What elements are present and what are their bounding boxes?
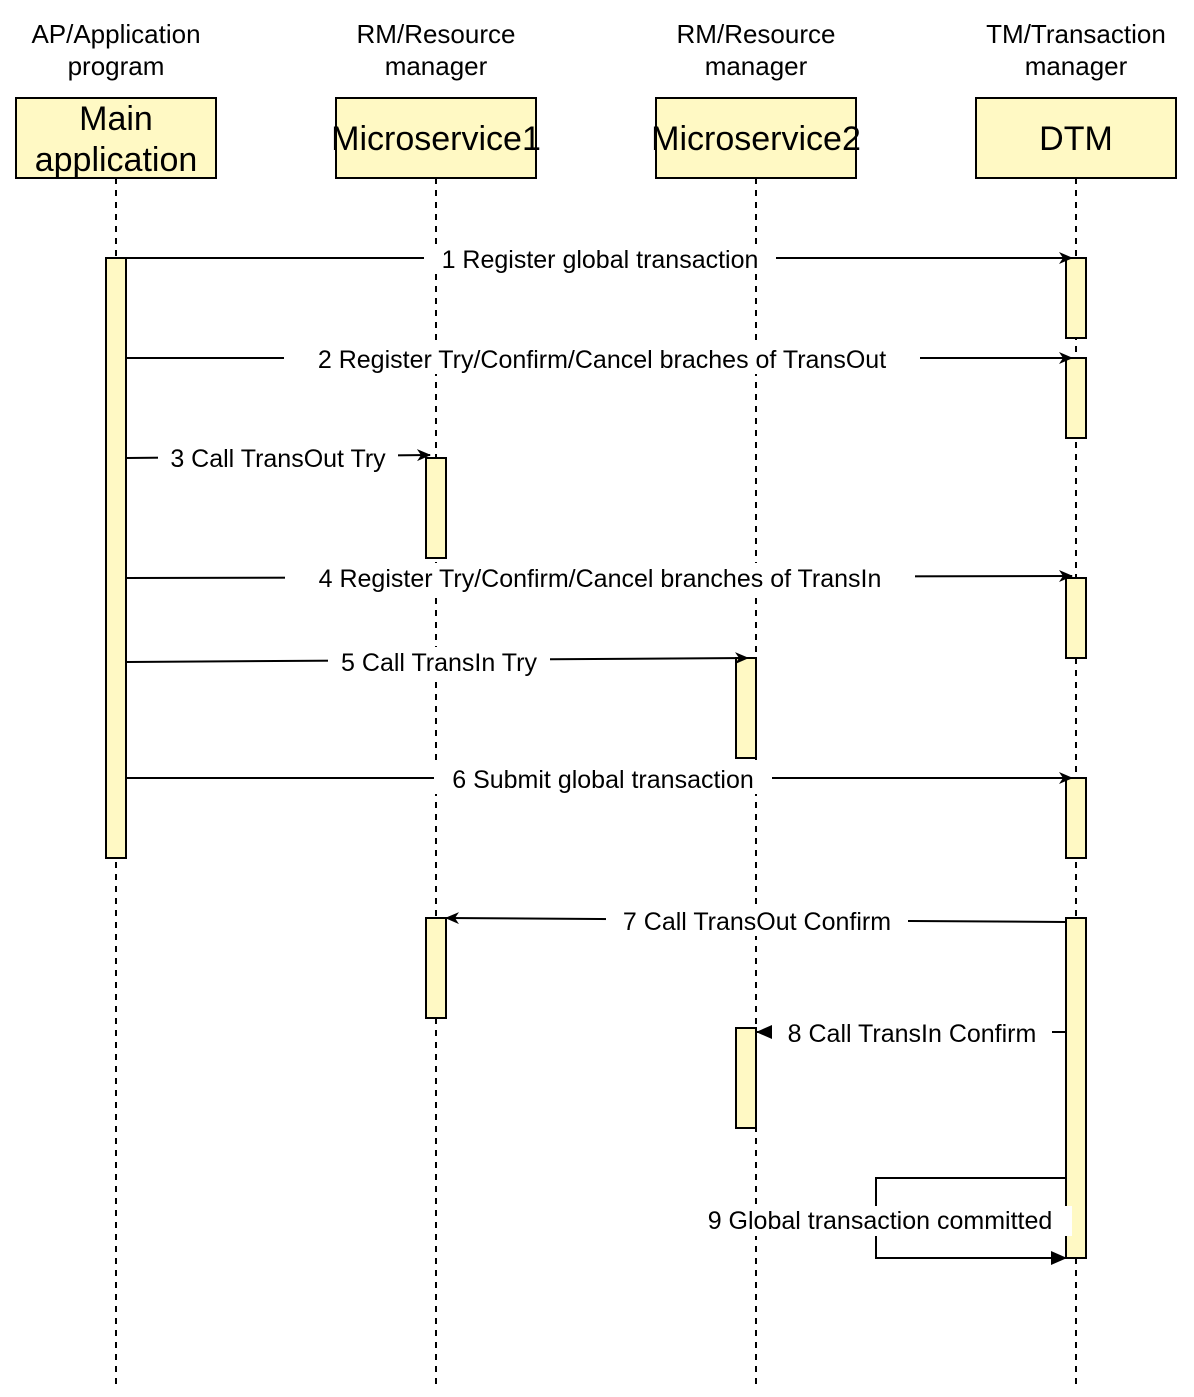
message-1: 1 Register global transaction — [126, 244, 1073, 274]
message-7: 7 Call TransOut Confirm — [445, 906, 1067, 936]
message-label: 4 Register Try/Confirm/Cancel branches o… — [319, 565, 882, 593]
participant-microservice1: RM/Resource manager Microservice1 — [331, 19, 541, 179]
message-label-background — [772, 1018, 1052, 1048]
message-label-background — [434, 764, 772, 794]
message-label-background — [158, 443, 398, 473]
participant-microservice2: RM/Resource manager Microservice2 — [651, 19, 861, 179]
participant-role-line2: manager — [1025, 51, 1128, 81]
participant-role-line1: AP/Application — [31, 19, 200, 49]
message-4: 4 Register Try/Confirm/Cancel branches o… — [125, 563, 1073, 593]
participant-box-label: DTM — [1039, 120, 1113, 158]
participant-main-application: AP/Application program Main application — [15, 19, 217, 179]
message-label-background — [688, 1206, 1072, 1236]
message-5: 5 Call TransIn Try — [125, 647, 749, 677]
participant-box-label: Microservice2 — [651, 120, 861, 158]
participant-dtm: TM/Transaction manager DTM — [975, 19, 1177, 179]
participant-role-line1: RM/Resource — [677, 19, 836, 49]
message-label-background — [328, 647, 550, 677]
message-2: 2 Register Try/Confirm/Cancel braches of… — [126, 344, 1073, 374]
activation-bar-dtm-3 — [1065, 577, 1087, 659]
activation-bar-dtm-2 — [1065, 357, 1087, 439]
message-label: 1 Register global transaction — [442, 246, 759, 274]
participant-box — [15, 97, 217, 179]
activation-bar-microservice1-1 — [425, 457, 447, 559]
activation-bar-dtm-4 — [1065, 777, 1087, 859]
message-label: 8 Call TransIn Confirm — [788, 1020, 1037, 1048]
activation-bar-dtm-1 — [1065, 257, 1087, 339]
participant-role-line1: TM/Transaction — [986, 19, 1166, 49]
message-label-background — [424, 244, 776, 274]
message-3: 3 Call TransOut Try — [125, 443, 431, 473]
message-label: 6 Submit global transaction — [452, 766, 754, 794]
participant-box — [975, 97, 1177, 179]
message-label: 3 Call TransOut Try — [170, 445, 386, 473]
participant-box-label-line2: application — [35, 141, 198, 179]
participant-role-line2: program — [68, 51, 165, 81]
activation-bar-microservice1-2 — [425, 917, 447, 1019]
participant-box-label-line1: Main — [79, 100, 153, 138]
participant-box — [655, 97, 857, 179]
message-label: 7 Call TransOut Confirm — [623, 908, 891, 936]
message-9: 9 Global transaction committed — [688, 1177, 1072, 1265]
participant-box-label: Microservice1 — [331, 120, 541, 158]
participant-role-line2: manager — [385, 51, 488, 81]
activation-bar-microservice2-2 — [735, 1027, 757, 1129]
activation-bar-microservice2-1 — [735, 657, 757, 759]
message-label: 2 Register Try/Confirm/Cancel braches of… — [318, 346, 886, 374]
participant-role-line2: manager — [705, 51, 808, 81]
message-label: 9 Global transaction committed — [708, 1207, 1053, 1235]
message-label: 5 Call TransIn Try — [341, 649, 537, 677]
message-6: 6 Submit global transaction — [126, 764, 1073, 794]
message-label-background — [284, 344, 920, 374]
activation-bar-main-application — [105, 257, 127, 859]
participant-box — [335, 97, 537, 179]
participant-role-line1: RM/Resource — [357, 19, 516, 49]
message-label-background — [285, 563, 915, 593]
activation-bar-dtm-5 — [1065, 917, 1087, 1259]
message-8: 8 Call TransIn Confirm — [756, 1018, 1066, 1048]
message-label-background — [606, 906, 908, 936]
